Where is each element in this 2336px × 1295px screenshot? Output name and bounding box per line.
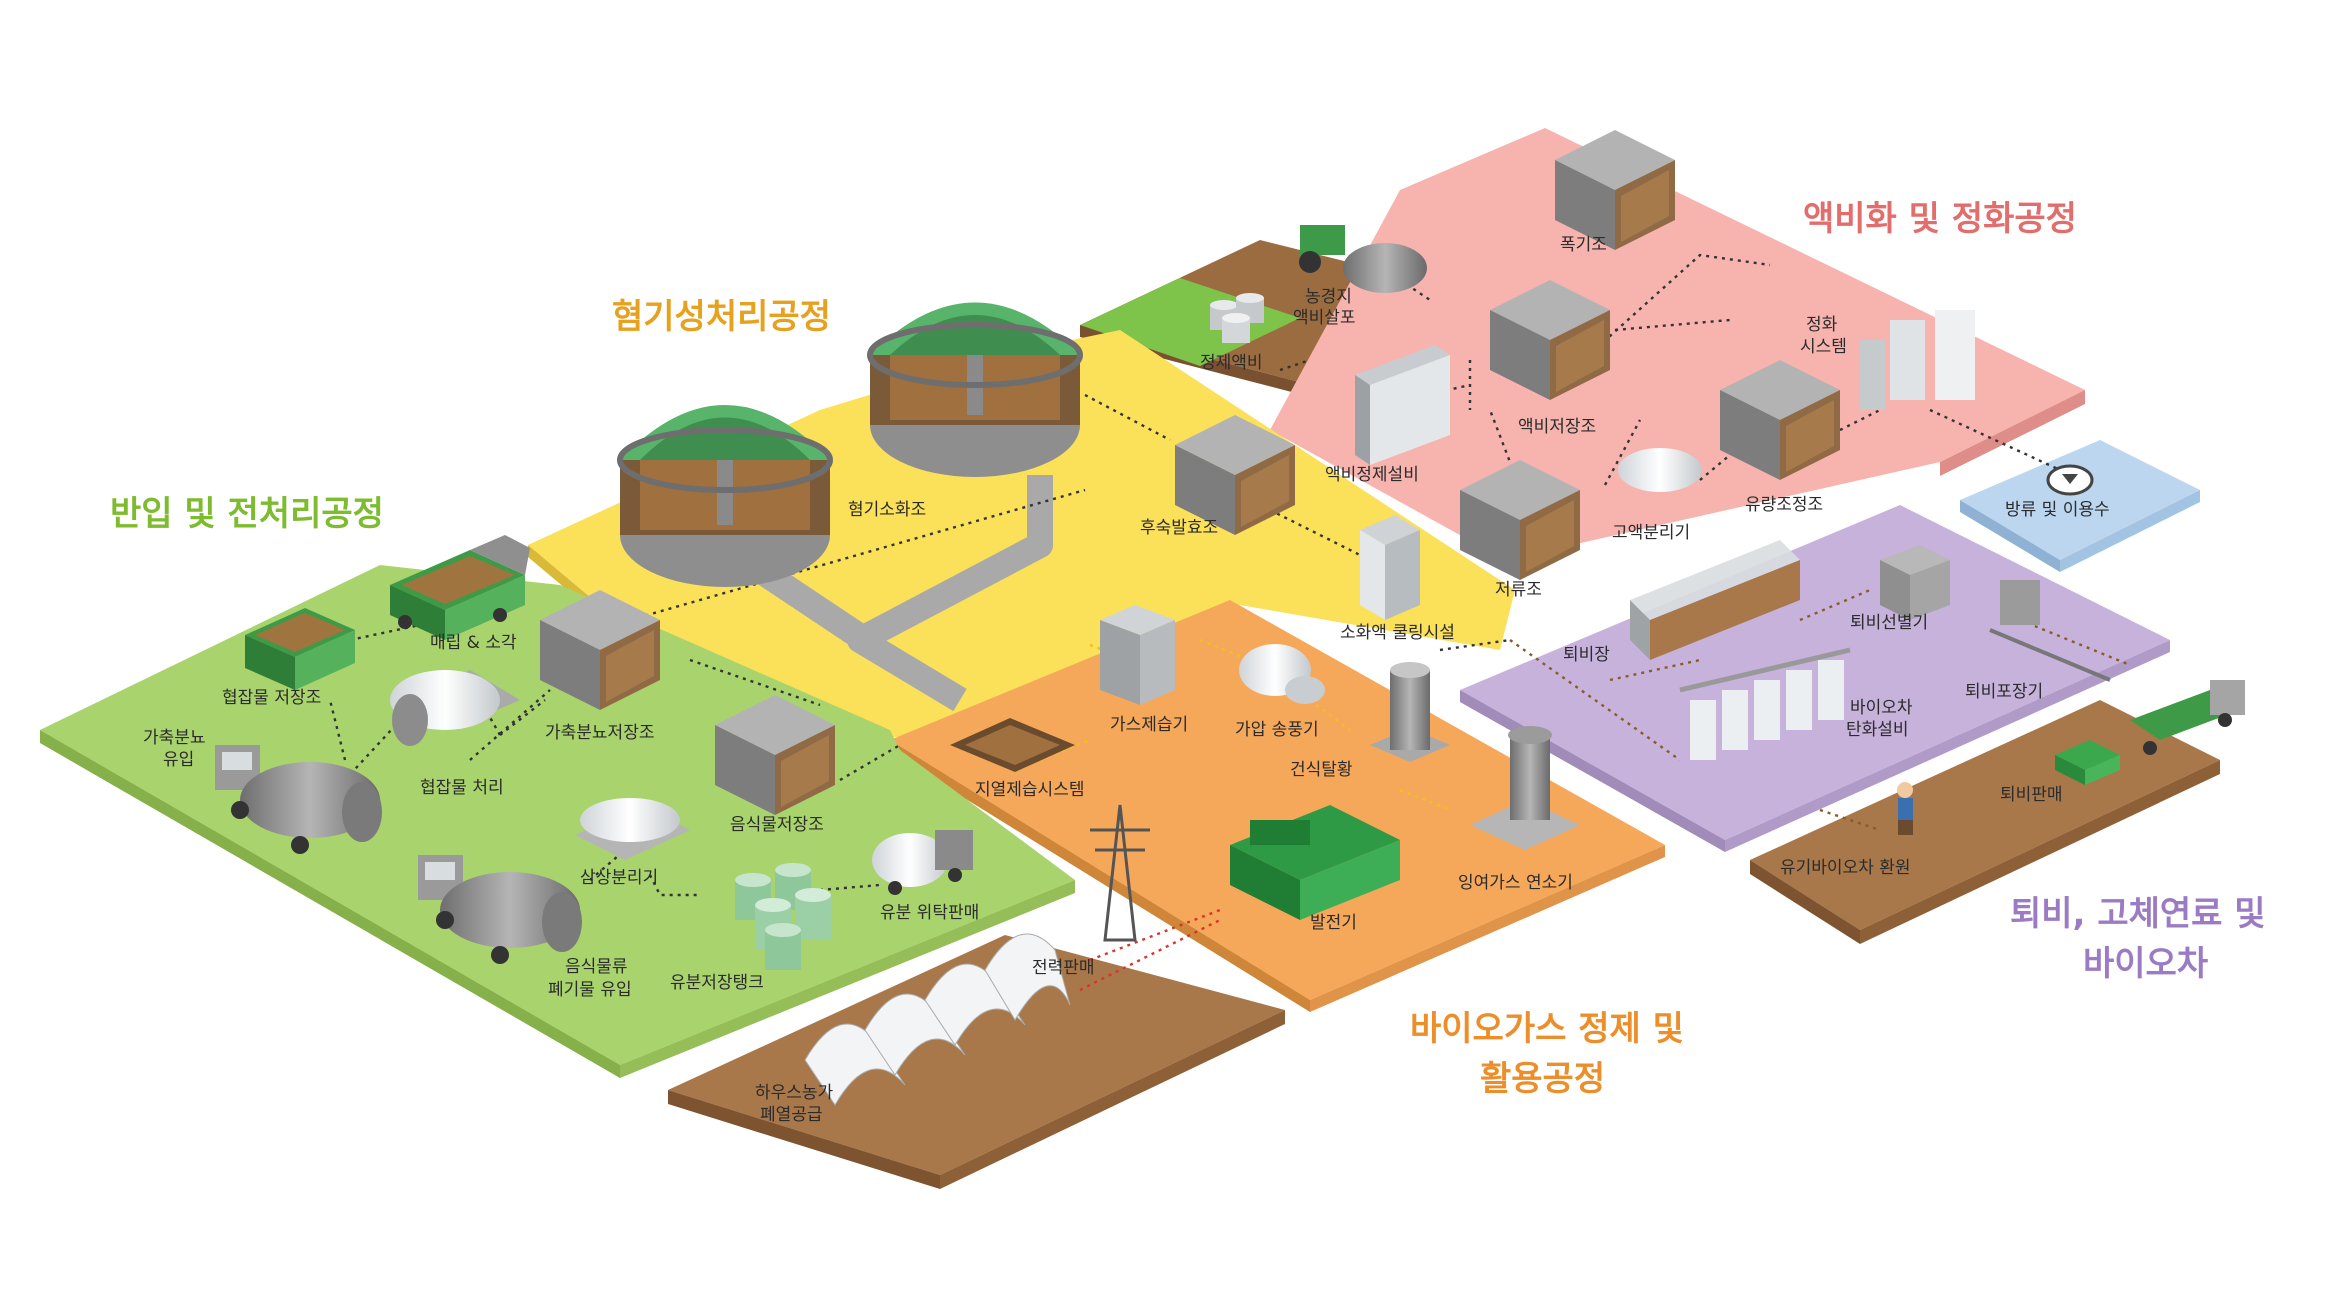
label-blower: 가압 송풍기: [1235, 720, 1319, 740]
digester-2: [867, 302, 1083, 477]
label-manure-in-1: 가축분뇨: [143, 728, 206, 748]
surplus-flare: [1470, 726, 1580, 850]
liquid-refining-unit: [1355, 345, 1450, 465]
food-waste-tanker: [418, 855, 582, 964]
label-hyeopjapmul-tank: 협잡물 저장조: [222, 688, 321, 708]
label-geo-desulf: 지열제습시스템: [975, 780, 1084, 800]
label-power-sale: 전력판매: [1032, 958, 1095, 978]
digester-1: [617, 405, 833, 587]
zone-title-anaerobic: 혐기성처리공정: [612, 297, 831, 337]
zone-title-compost-1: 퇴비, 고체연료 및: [2010, 894, 2266, 934]
label-aeration: 폭기조: [1560, 235, 1607, 255]
label-packer: 퇴비포장기: [1965, 682, 2043, 702]
label-digester: 혐기소화조: [848, 500, 926, 520]
compost-truck: [2130, 680, 2245, 755]
label-food-in-2: 폐기물 유입: [548, 980, 632, 1000]
zone-title-biogas-1: 바이오가스 정제 및: [1410, 1009, 1684, 1049]
farmer-figure: [1897, 782, 1913, 835]
cooling-rack: [1360, 515, 1420, 620]
pink-platform: [1270, 128, 2085, 560]
landfill-truck: [390, 535, 530, 640]
label-refined-liquid: 정제액비: [1200, 353, 1263, 373]
label-sorter: 퇴비선별기: [1850, 613, 1928, 633]
refined-liquid-tanks: [1210, 293, 1264, 343]
label-purify-1: 정화: [1806, 315, 1838, 335]
three-phase-separator: [575, 798, 690, 860]
label-flow-eq: 유량조정조: [1745, 495, 1823, 515]
zone-title-liquid: 액비화 및 정화공정: [1803, 199, 2077, 239]
label-manure-in-2: 유입: [163, 750, 194, 770]
label-farm-spray-1: 농경지: [1305, 287, 1352, 307]
discharge-platform: [1960, 440, 2200, 572]
label-solid-sep: 고액분리기: [1612, 523, 1690, 543]
label-hyeopjapmul-proc: 협잡물 처리: [420, 778, 504, 798]
label-discharge: 방류 및 이용수: [2005, 500, 2110, 520]
purification-system: [1860, 310, 1975, 410]
label-greenhouse-1: 하우스농가: [755, 1083, 834, 1103]
biochar-carbonizer: [1679, 647, 1851, 760]
compost-bags: [2055, 740, 2120, 785]
manure-tanker: [215, 745, 382, 854]
greenhouses: [804, 933, 1071, 1106]
gas-pipe-road: [847, 475, 1053, 712]
zone-title-biogas-2: 활용공정: [1480, 1059, 1605, 1099]
label-greenhouse-2: 폐열공급: [760, 1105, 823, 1125]
label-compost-yard: 퇴비장: [1563, 645, 1610, 665]
label-biochar-1: 바이오차: [1850, 698, 1913, 718]
label-oil-sale: 유분 위탁판매: [880, 903, 979, 923]
label-liquid-storage: 액비저장조: [1518, 417, 1596, 437]
trommel-drum: [390, 670, 520, 746]
compost-sorter: [1880, 545, 1950, 620]
label-landfill: 매립 & 소각: [430, 633, 517, 653]
oil-sale-tanker: [872, 830, 973, 895]
label-gas-dehum: 가스제습기: [1110, 715, 1188, 735]
label-generator: 발전기: [1310, 913, 1357, 933]
label-food-in-1: 음식물류: [565, 957, 628, 977]
compost-packer: [1989, 580, 2111, 682]
power-tower: [1090, 804, 1150, 942]
zone-title-compost-2: 바이오차: [2083, 944, 2208, 984]
label-food-storage: 음식물저장조: [730, 815, 824, 835]
oil-storage-tanks: [735, 863, 831, 970]
label-purify-2: 시스템: [1800, 337, 1847, 357]
label-dry-desulf: 건식탈황: [1290, 760, 1353, 780]
orange-platform: [890, 600, 1665, 1012]
label-cooling: 소화액 쿨링시설: [1340, 623, 1455, 643]
label-biochar-return: 유기바이오차 환원: [1780, 858, 1911, 878]
label-compost-sale: 퇴비판매: [2000, 785, 2063, 805]
zone-title-intake: 반입 및 전처리공정: [110, 494, 384, 534]
geothermal-pit: [950, 718, 1075, 772]
label-manure-storage: 가축분뇨저장조: [545, 723, 654, 743]
dry-desulfurizer: [1370, 662, 1450, 762]
generator: [1230, 805, 1400, 920]
greenhouse-soil-platform: [668, 935, 1285, 1189]
label-flare: 잉여가스 연소기: [1458, 873, 1573, 893]
label-biochar-2: 탄화설비: [1846, 720, 1909, 740]
gas-dehumidifier: [1100, 605, 1175, 705]
pressure-blower: [1239, 644, 1325, 704]
compost-yard-building: [1630, 540, 1800, 660]
solid-liquid-separator: [1618, 448, 1702, 492]
hyeopjapmul-container: [245, 608, 355, 690]
discharge-symbol: [2046, 464, 2094, 496]
label-oil-tank: 유분저장탱크: [670, 973, 764, 993]
label-post-ferment: 후숙발효조: [1140, 518, 1218, 538]
farm-tractor: [1299, 225, 1427, 293]
equipment-labels: 협잡물 저장조 매립 & 소각 가축분뇨 유입 협잡물 처리 가축분뇨저장조 음…: [143, 235, 2110, 1125]
label-storage-tank: 저류조: [1495, 580, 1542, 600]
label-farm-spray-2: 액비살포: [1293, 308, 1356, 328]
label-three-phase: 삼상분리기: [580, 868, 658, 888]
label-liquid-refine: 액비정제설비: [1325, 465, 1419, 485]
